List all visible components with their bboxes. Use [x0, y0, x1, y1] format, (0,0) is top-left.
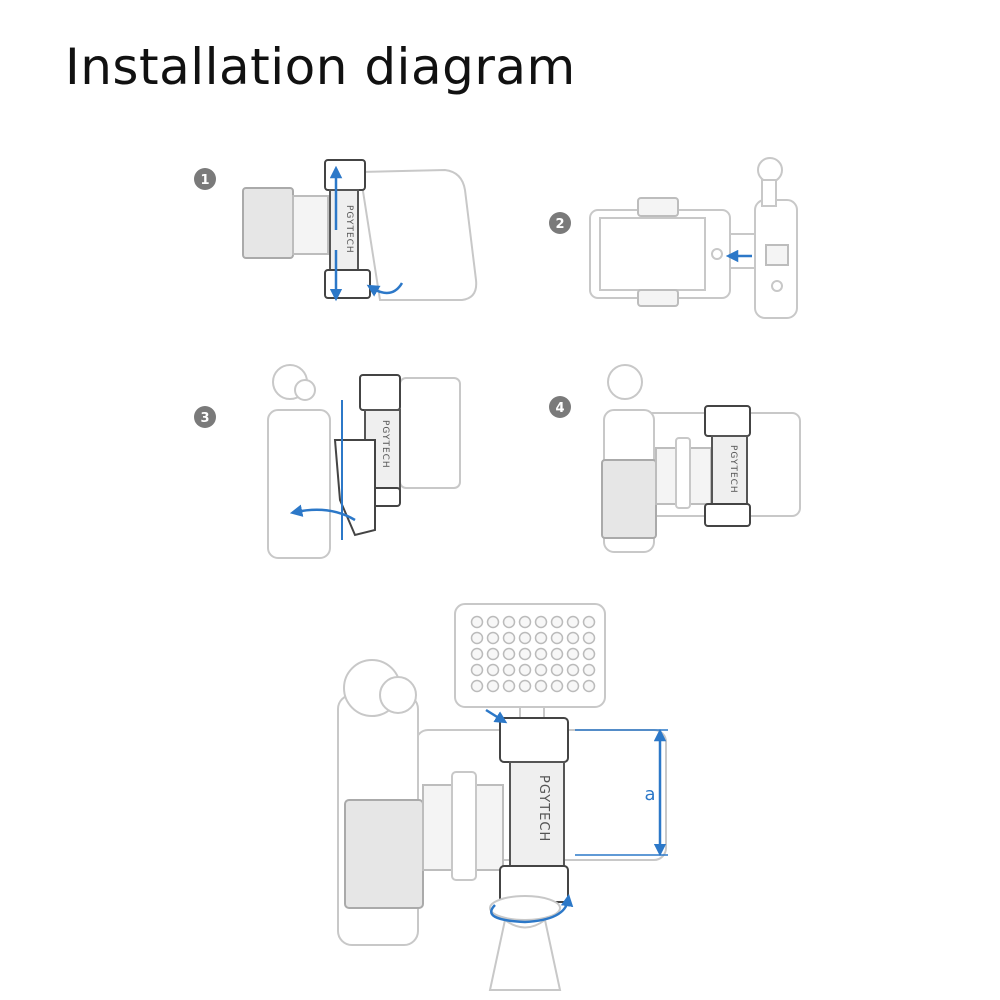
led-dot	[566, 615, 580, 629]
step-1-number: 1	[200, 173, 209, 188]
led-dot	[486, 615, 500, 629]
led-dot	[566, 631, 580, 645]
led-dot	[486, 631, 500, 645]
led-dot	[518, 663, 532, 677]
led-dot	[502, 631, 516, 645]
led-dot	[518, 631, 532, 645]
clamp-bottom	[704, 503, 751, 527]
clamp-top	[324, 159, 366, 191]
led-dot	[470, 679, 484, 693]
arrow-rotate	[366, 282, 404, 297]
led-dot	[486, 647, 500, 661]
led-dot	[470, 631, 484, 645]
clamp-brand: PGYTECH	[728, 445, 738, 494]
led-dot	[534, 679, 548, 693]
tripod-head	[489, 895, 561, 921]
mount-band	[242, 187, 294, 259]
step-1-illustration: 1 PGYTECH	[194, 159, 478, 302]
clamp-top	[499, 717, 569, 763]
step-3-badge: 3	[194, 406, 216, 428]
clamp-brand: PGYTECH	[536, 775, 551, 842]
clamp-top	[637, 197, 679, 217]
led-dot	[582, 615, 596, 629]
phone-home-button	[711, 248, 723, 260]
led-dot	[470, 647, 484, 661]
led-dot	[502, 615, 516, 629]
clamp-top	[359, 374, 401, 411]
arrow-press	[485, 708, 508, 724]
led-dot	[502, 679, 516, 693]
led-grid	[470, 615, 596, 693]
phone	[399, 377, 461, 489]
led-dot	[518, 647, 532, 661]
gimbal-arm	[761, 179, 777, 207]
final-assembly-illustration: PGYTECH a	[337, 603, 668, 991]
step-1-badge: 1	[194, 168, 216, 190]
led-dot	[470, 615, 484, 629]
clamp-body	[329, 189, 359, 271]
gimbal-camera	[294, 379, 316, 401]
led-dot	[486, 679, 500, 693]
led-dot	[550, 615, 564, 629]
led-dot	[550, 631, 564, 645]
led-dot	[550, 647, 564, 661]
led-dot	[566, 663, 580, 677]
led-dot	[534, 615, 548, 629]
clamp-top	[704, 405, 751, 437]
led-dot	[582, 647, 596, 661]
phone	[358, 168, 478, 301]
mount-band	[601, 459, 657, 539]
gimbal-head	[757, 157, 783, 183]
osmo-button	[771, 280, 783, 292]
mount-band	[333, 439, 376, 537]
mount-band	[344, 799, 424, 909]
clamp-bottom	[324, 269, 371, 299]
led-dot	[534, 663, 548, 677]
osmo-screen	[765, 244, 789, 266]
led-dot	[486, 663, 500, 677]
step-2-illustration: 2	[549, 157, 798, 319]
led-dot	[550, 663, 564, 677]
led-dot	[470, 663, 484, 677]
clamp-brand: PGYTECH	[344, 205, 354, 254]
led-dot	[582, 631, 596, 645]
led-dot	[550, 679, 564, 693]
led-dot	[502, 663, 516, 677]
osmo-pocket-body	[267, 409, 331, 559]
clamp-brand: PGYTECH	[380, 420, 390, 469]
step-4-number: 4	[555, 401, 564, 416]
connector	[729, 233, 756, 269]
step-2-number: 2	[555, 217, 564, 232]
arrow-rotate	[490, 893, 574, 924]
clamp-bottom	[637, 289, 679, 307]
phone-screen	[599, 217, 706, 291]
mount-post	[675, 437, 691, 509]
led-dot	[566, 679, 580, 693]
tripod-ball	[488, 918, 562, 991]
dimension-label: a	[644, 784, 655, 805]
step-4-illustration: 4 PGYTECH	[549, 364, 801, 553]
step-4-badge: 4	[549, 396, 571, 418]
step-3-illustration: 3 PGYTECH	[194, 364, 461, 559]
led-dot	[566, 647, 580, 661]
gimbal-camera	[379, 676, 417, 714]
led-dot	[518, 615, 532, 629]
led-dot	[582, 663, 596, 677]
led-dot	[534, 631, 548, 645]
mount-post	[451, 771, 477, 881]
gimbal-head	[607, 364, 643, 400]
arrow-wrap	[289, 504, 356, 522]
led-dot	[502, 647, 516, 661]
step-2-badge: 2	[549, 212, 571, 234]
step-3-number: 3	[200, 411, 209, 426]
page-title: Installation diagram	[65, 38, 576, 96]
mount-bridge	[292, 195, 329, 255]
led-dot	[518, 679, 532, 693]
led-dot	[534, 647, 548, 661]
led-dot	[582, 679, 596, 693]
